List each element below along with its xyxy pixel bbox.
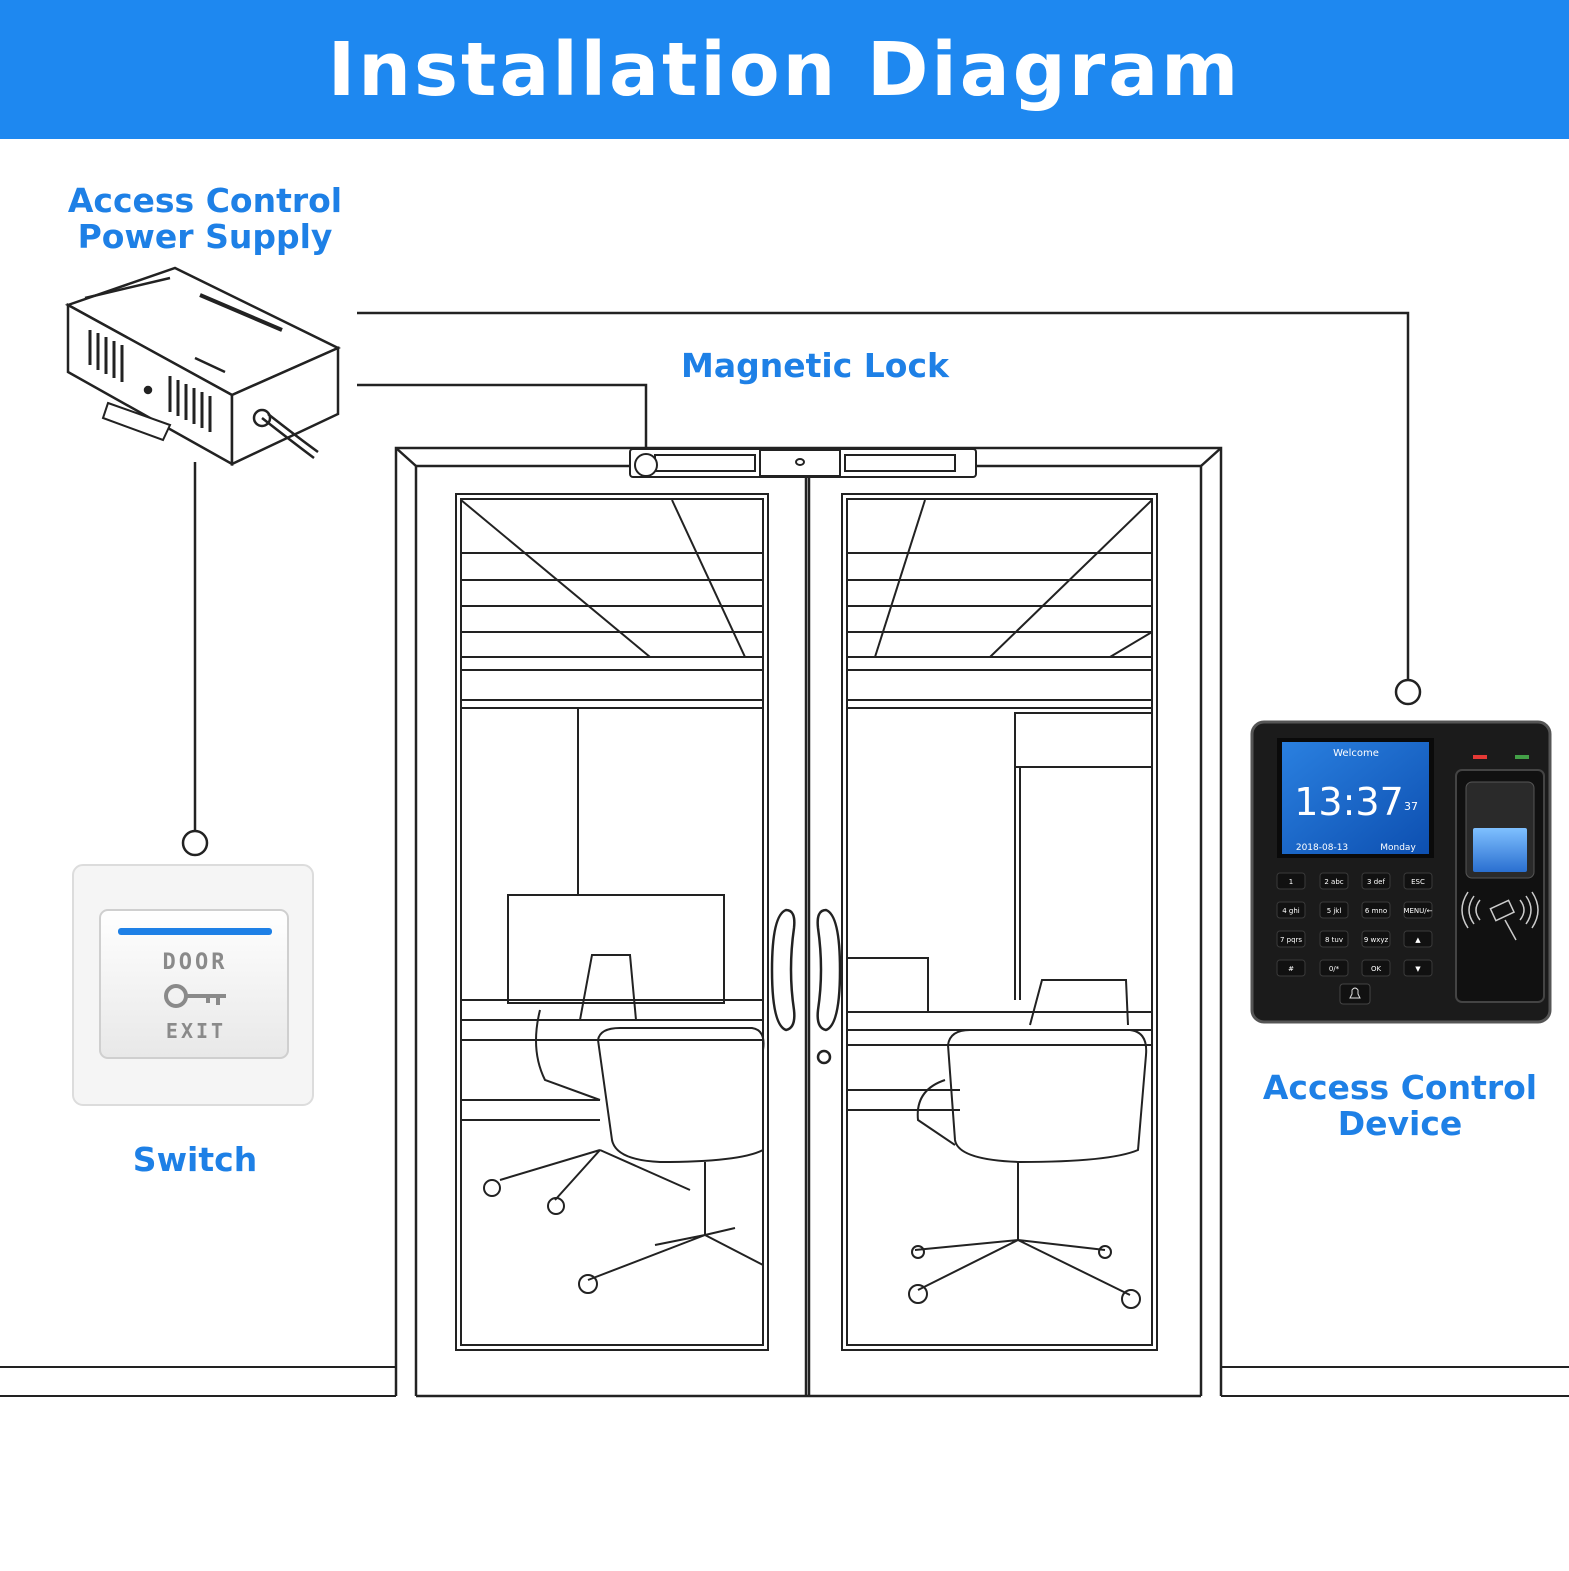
floor-lines <box>0 1366 1569 1397</box>
keypad-key-label: ▲ <box>1415 936 1421 944</box>
wiring <box>181 311 1422 857</box>
keypad-key <box>1319 901 1349 919</box>
keypad-key <box>1319 959 1349 977</box>
magnetic-lock <box>629 448 977 478</box>
keypad-key-label: ▼ <box>1415 965 1421 973</box>
door-handles <box>770 908 842 1065</box>
keypad-key <box>1361 872 1391 890</box>
keypad-key-label: # <box>1288 965 1294 973</box>
power-supply-label: Access Control Power Supply <box>40 183 370 255</box>
green-led <box>1515 755 1529 759</box>
keypad-key <box>1403 959 1433 977</box>
keypad-key <box>1403 872 1433 890</box>
bell-button <box>1339 983 1371 1005</box>
key-icon <box>164 984 226 1008</box>
keypad-key <box>1361 901 1391 919</box>
keypad-key <box>1276 872 1306 890</box>
keypad-key-label: OK <box>1371 965 1382 973</box>
magnetic-lock-label: Magnetic Lock <box>681 346 949 385</box>
keypad-key-label: 7 pqrs <box>1280 936 1302 944</box>
screen-header: Welcome <box>1333 748 1379 759</box>
keypad-key <box>1276 901 1306 919</box>
keypad-key-label: MENU/← <box>1403 907 1432 915</box>
access-control-device: Welcome 13:37 37 2018-08-13 Monday 1 2 ab… <box>1250 720 1552 1024</box>
keypad-key-label: 5 jkl <box>1327 907 1342 915</box>
right-glass-panel <box>841 493 1158 1351</box>
keypad-key-label: 4 ghi <box>1282 907 1300 915</box>
rfid-icon <box>1461 891 1539 941</box>
keypad-key-label: 6 mno <box>1365 907 1387 915</box>
keypad-key <box>1276 959 1306 977</box>
keypad-key <box>1276 930 1306 948</box>
switch-label: Switch <box>132 1140 258 1179</box>
power-supply-label-line1: Access Control <box>67 181 343 220</box>
device-label-line2: Device <box>1337 1104 1463 1143</box>
switch-exit-text: EXIT <box>166 1019 226 1043</box>
keypad-key <box>1319 872 1349 890</box>
wire-to-device <box>357 311 1410 680</box>
keypad-key-label: 2 abc <box>1324 878 1343 886</box>
power-supply-box <box>64 266 341 467</box>
bell-icon <box>1349 987 1361 999</box>
fingerprint-sensor <box>1473 828 1527 872</box>
device-screen <box>1282 742 1429 854</box>
door-frame <box>394 446 1223 1398</box>
screen-weekday: Monday <box>1380 843 1416 853</box>
keypad-key-label: 3 def <box>1367 878 1385 886</box>
keypad-key <box>1319 930 1349 948</box>
keypad-key-label: ESC <box>1411 878 1425 886</box>
keypad-key <box>1403 901 1433 919</box>
device-label: Access Control Device <box>1230 1070 1569 1142</box>
screen-date: 2018-08-13 <box>1296 843 1348 853</box>
keypad-key <box>1361 959 1391 977</box>
left-glass-panel <box>455 493 769 1351</box>
title-banner: Installation Diagram <box>0 0 1569 139</box>
device-label-line1: Access Control <box>1262 1068 1538 1107</box>
keypad-key-label: 1 <box>1289 878 1293 886</box>
switch-door-text: DOOR <box>163 950 228 975</box>
keypad-key-label: 8 tuv <box>1325 936 1343 944</box>
screen-seconds: 37 <box>1404 800 1418 813</box>
page-title: Installation Diagram <box>327 26 1242 113</box>
keypad-key-label: 0/* <box>1329 965 1340 973</box>
keypad-key <box>1361 930 1391 948</box>
wire-to-lock <box>357 383 648 452</box>
keypad-key-label: 9 wxyz <box>1364 936 1389 944</box>
red-led <box>1473 755 1487 759</box>
exit-switch: DOOR EXIT <box>72 864 314 1106</box>
screen-time: 13:37 <box>1294 780 1404 824</box>
power-supply-label-line2: Power Supply <box>77 217 333 256</box>
keypad: 1 2 abc 3 def ESC 4 ghi 5 jkl 6 mno MENU/← 7 pqr… <box>1276 872 1433 977</box>
keypad-key <box>1403 930 1433 948</box>
